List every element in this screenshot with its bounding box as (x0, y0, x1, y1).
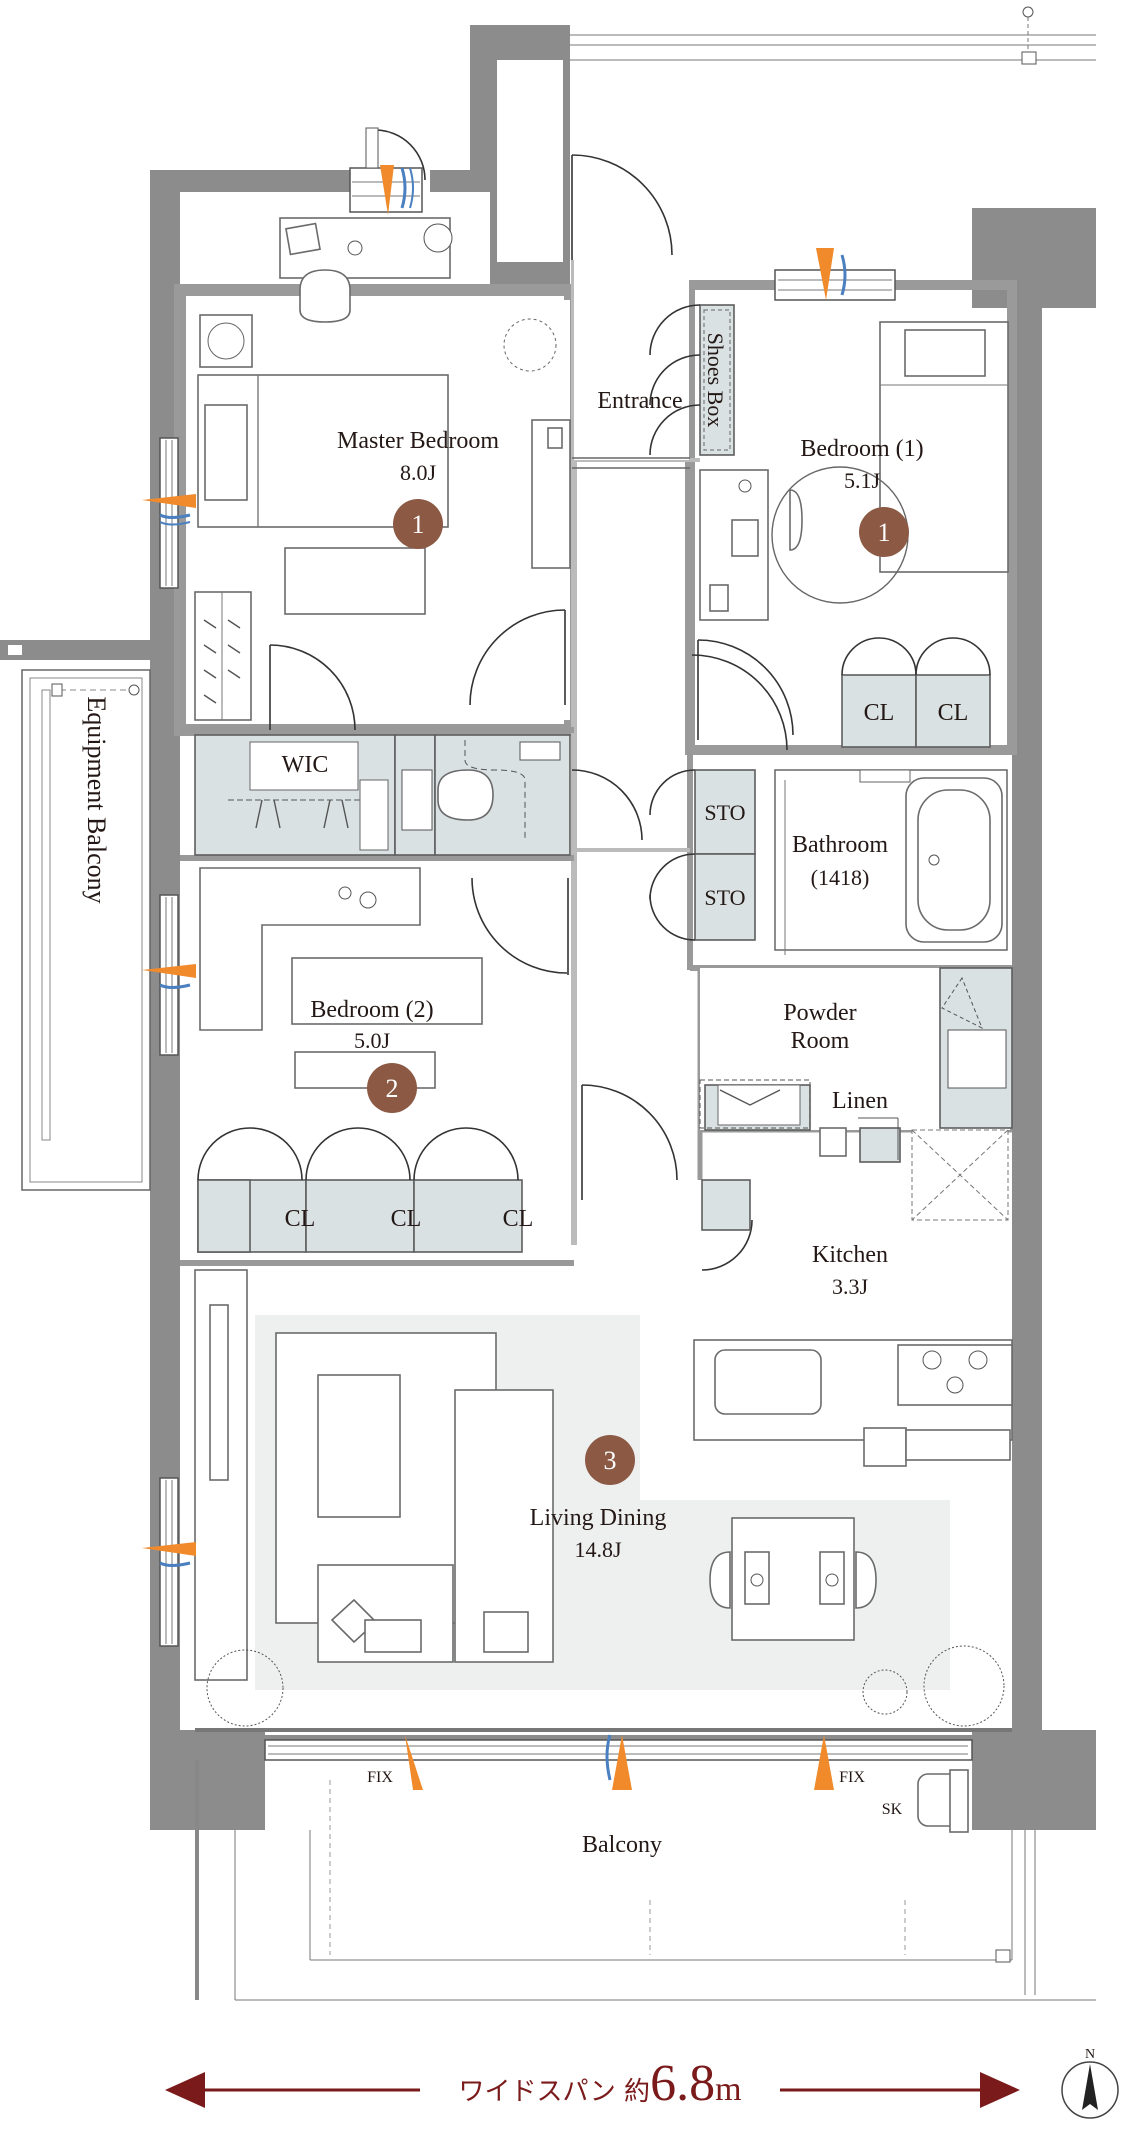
kitchen-name: Kitchen (812, 1242, 888, 1268)
balcony-label: Balcony (582, 1832, 662, 1858)
bedroom1-size: 5.1J (844, 468, 881, 493)
span-banner: ワイドスパン 約6.8m (165, 2048, 1020, 2118)
master-bedroom-size: 8.0J (400, 460, 437, 485)
fix-left-label: FIX (367, 1769, 393, 1786)
sk-label: SK (882, 1801, 903, 1818)
bedroom1-name: Bedroom (1) (800, 436, 923, 462)
bedroom2-size: 5.0J (354, 1028, 391, 1053)
wic-and-toilet: WIC (194, 734, 643, 856)
bedroom2-cl-3: CL (503, 1206, 534, 1232)
living-dining-size: 14.8J (574, 1537, 622, 1562)
powder-room-line1: Powder (783, 1000, 856, 1026)
bedroom2-cl-1: CL (285, 1206, 316, 1232)
living-dining-badge-number: 3 (604, 1446, 617, 1475)
entrance-label: Entrance (597, 388, 682, 414)
span-text: ワイドスパン 約6.8m (458, 2055, 741, 2112)
powder-room-line2: Room (791, 1028, 850, 1054)
living-window-left (142, 1477, 196, 1647)
sto-upper-label: STO (704, 800, 745, 825)
fix-right-label: FIX (839, 1769, 865, 1786)
living-dining-badge (585, 1435, 635, 1485)
powder-room: Powder Room Linen (699, 967, 1013, 1163)
living-dining-name: Living Dining (530, 1505, 667, 1531)
bathroom: Bathroom (1418) (774, 769, 1008, 955)
span-unit: m (715, 2071, 741, 2108)
kitchen-size: 3.3J (832, 1274, 869, 1299)
master-bedroom: Master Bedroom 8.0J 1 (194, 217, 571, 731)
wic-label: WIC (282, 752, 329, 778)
north-compass: N (1061, 2047, 1119, 2119)
north-label: N (1085, 2047, 1095, 2062)
bedroom2-name: Bedroom (2) (310, 997, 433, 1023)
span-prefix: ワイドスパン 約 (458, 2077, 650, 2107)
bedroom1-badge-number: 1 (878, 518, 891, 547)
entrance: Entrance Shoes Box (571, 154, 735, 469)
balcony: FIX FIX SK Balcony (195, 1734, 1096, 2001)
span-value: 6.8 (650, 2055, 715, 2112)
bedroom2-badge (367, 1063, 417, 1113)
bedroom-2: CL CL CL Bedroom (2) 5.0J 2 (195, 862, 570, 1257)
hallway-doors (581, 654, 788, 1271)
sto-storage: STO STO (649, 769, 756, 941)
master-bedroom-name: Master Bedroom (337, 428, 499, 454)
bedroom2-window (142, 894, 196, 1056)
bedroom1-cl-1: CL (864, 700, 895, 726)
equipment-balcony-label: Equipment Balcony (82, 696, 111, 903)
master-bedroom-window (142, 437, 196, 589)
linen-label: Linen (832, 1088, 888, 1114)
equipment-balcony: Equipment Balcony (0, 640, 151, 1191)
exterior-walls (150, 25, 1096, 1830)
bedroom2-closets: CL CL CL (197, 1127, 534, 1253)
bathroom-size: (1418) (811, 865, 870, 890)
bedroom2-cl-2: CL (391, 1206, 422, 1232)
bathroom-name: Bathroom (792, 832, 888, 858)
living-dining: Living Dining 14.8J 3 (194, 1269, 1005, 1727)
master-top-window (349, 127, 426, 215)
bedroom2-badge-number: 2 (386, 1074, 399, 1103)
master-bedroom-badge-number: 1 (412, 510, 425, 539)
bedroom1-cl-2: CL (938, 700, 969, 726)
sto-lower-label: STO (704, 885, 745, 910)
kitchen: Kitchen 3.3J (693, 1129, 1013, 1467)
bedroom-1: CL CL Bedroom (1) 5.1J 1 (697, 248, 1009, 748)
top-rail (570, 6, 1096, 65)
master-bedroom-badge (393, 499, 443, 549)
shoes-box-label: Shoes Box (703, 333, 728, 428)
bedroom1-badge (859, 507, 909, 557)
